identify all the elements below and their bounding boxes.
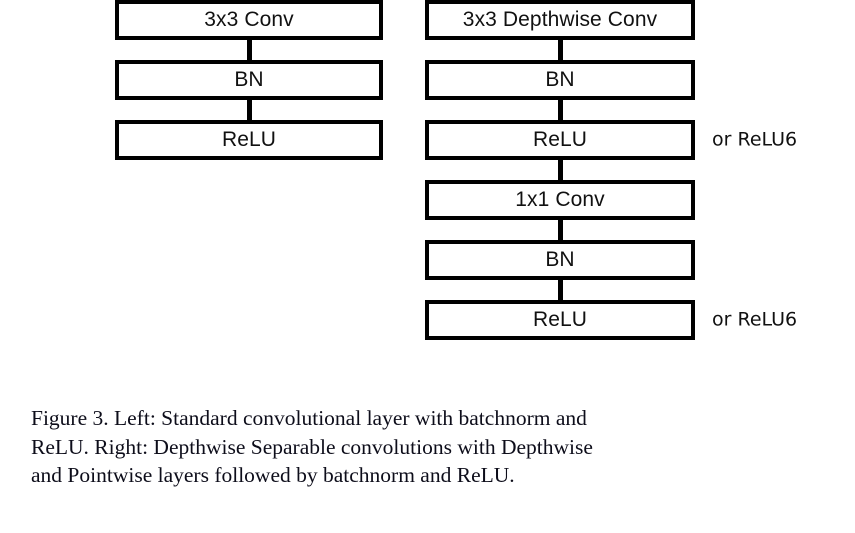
connector-right-1-2 — [425, 100, 695, 120]
block-bn-1[interactable]: BN — [115, 60, 383, 100]
block-relu-2[interactable]: ReLU — [425, 120, 695, 160]
connector-right-0-1 — [425, 40, 695, 60]
connector-right-4-5 — [425, 280, 695, 300]
note-or-relu6-lower: or ReLU6 — [712, 308, 798, 331]
block-label: 1x1 Conv — [515, 187, 605, 211]
connector-right-3-4 — [425, 220, 695, 240]
stage-right-1: BN — [425, 60, 695, 100]
connector-right-2-3 — [425, 160, 695, 180]
connector-left-1-2 — [115, 100, 383, 120]
diagram-canvas: 3x3 Conv BN ReLU 3x3 Depthwise Conv — [115, 0, 797, 340]
block-label: ReLU — [532, 127, 588, 151]
block-label: BN — [545, 67, 575, 91]
stage-left-1: BN — [115, 60, 383, 100]
column-depthwise-separable-convolution: 3x3 Depthwise Conv BN ReLU or ReLU6 1x1 — [425, 0, 797, 340]
stage-left-0: 3x3 Conv — [115, 0, 383, 40]
figure-caption: Figure 3. Left: Standard convolutional l… — [31, 404, 821, 490]
block-label: 3x3 Depthwise Conv — [462, 7, 658, 31]
caption-line-1: Figure 3. Left: Standard convolutional l… — [31, 406, 587, 430]
note-or-relu6-upper: or ReLU6 — [712, 128, 798, 151]
block-label: ReLU — [532, 307, 588, 331]
block-bn-2[interactable]: BN — [425, 60, 695, 100]
block-label: 3x3 Conv — [204, 7, 294, 31]
block-bn-3[interactable]: BN — [425, 240, 695, 280]
block-3x3-depthwise-conv[interactable]: 3x3 Depthwise Conv — [425, 0, 695, 40]
block-1x1-conv[interactable]: 1x1 Conv — [425, 180, 695, 220]
block-label: ReLU — [221, 127, 277, 151]
stage-right-4: BN — [425, 240, 695, 280]
stage-right-0: 3x3 Depthwise Conv — [425, 0, 695, 40]
stage-left-2: ReLU — [115, 120, 383, 160]
block-relu-1[interactable]: ReLU — [115, 120, 383, 160]
stage-right-3: 1x1 Conv — [425, 180, 695, 220]
block-relu-3[interactable]: ReLU — [425, 300, 695, 340]
stage-right-5: ReLU or ReLU6 — [425, 300, 797, 340]
block-label: BN — [545, 247, 575, 271]
column-standard-convolution: 3x3 Conv BN ReLU — [115, 0, 383, 160]
caption-line-3: and Pointwise layers followed by batchno… — [31, 463, 515, 487]
block-label: BN — [234, 67, 264, 91]
stage-right-2: ReLU or ReLU6 — [425, 120, 797, 160]
connector-left-0-1 — [115, 40, 383, 60]
caption-line-2: ReLU. Right: Depthwise Separable convolu… — [31, 434, 593, 459]
block-3x3-conv[interactable]: 3x3 Conv — [115, 0, 383, 40]
